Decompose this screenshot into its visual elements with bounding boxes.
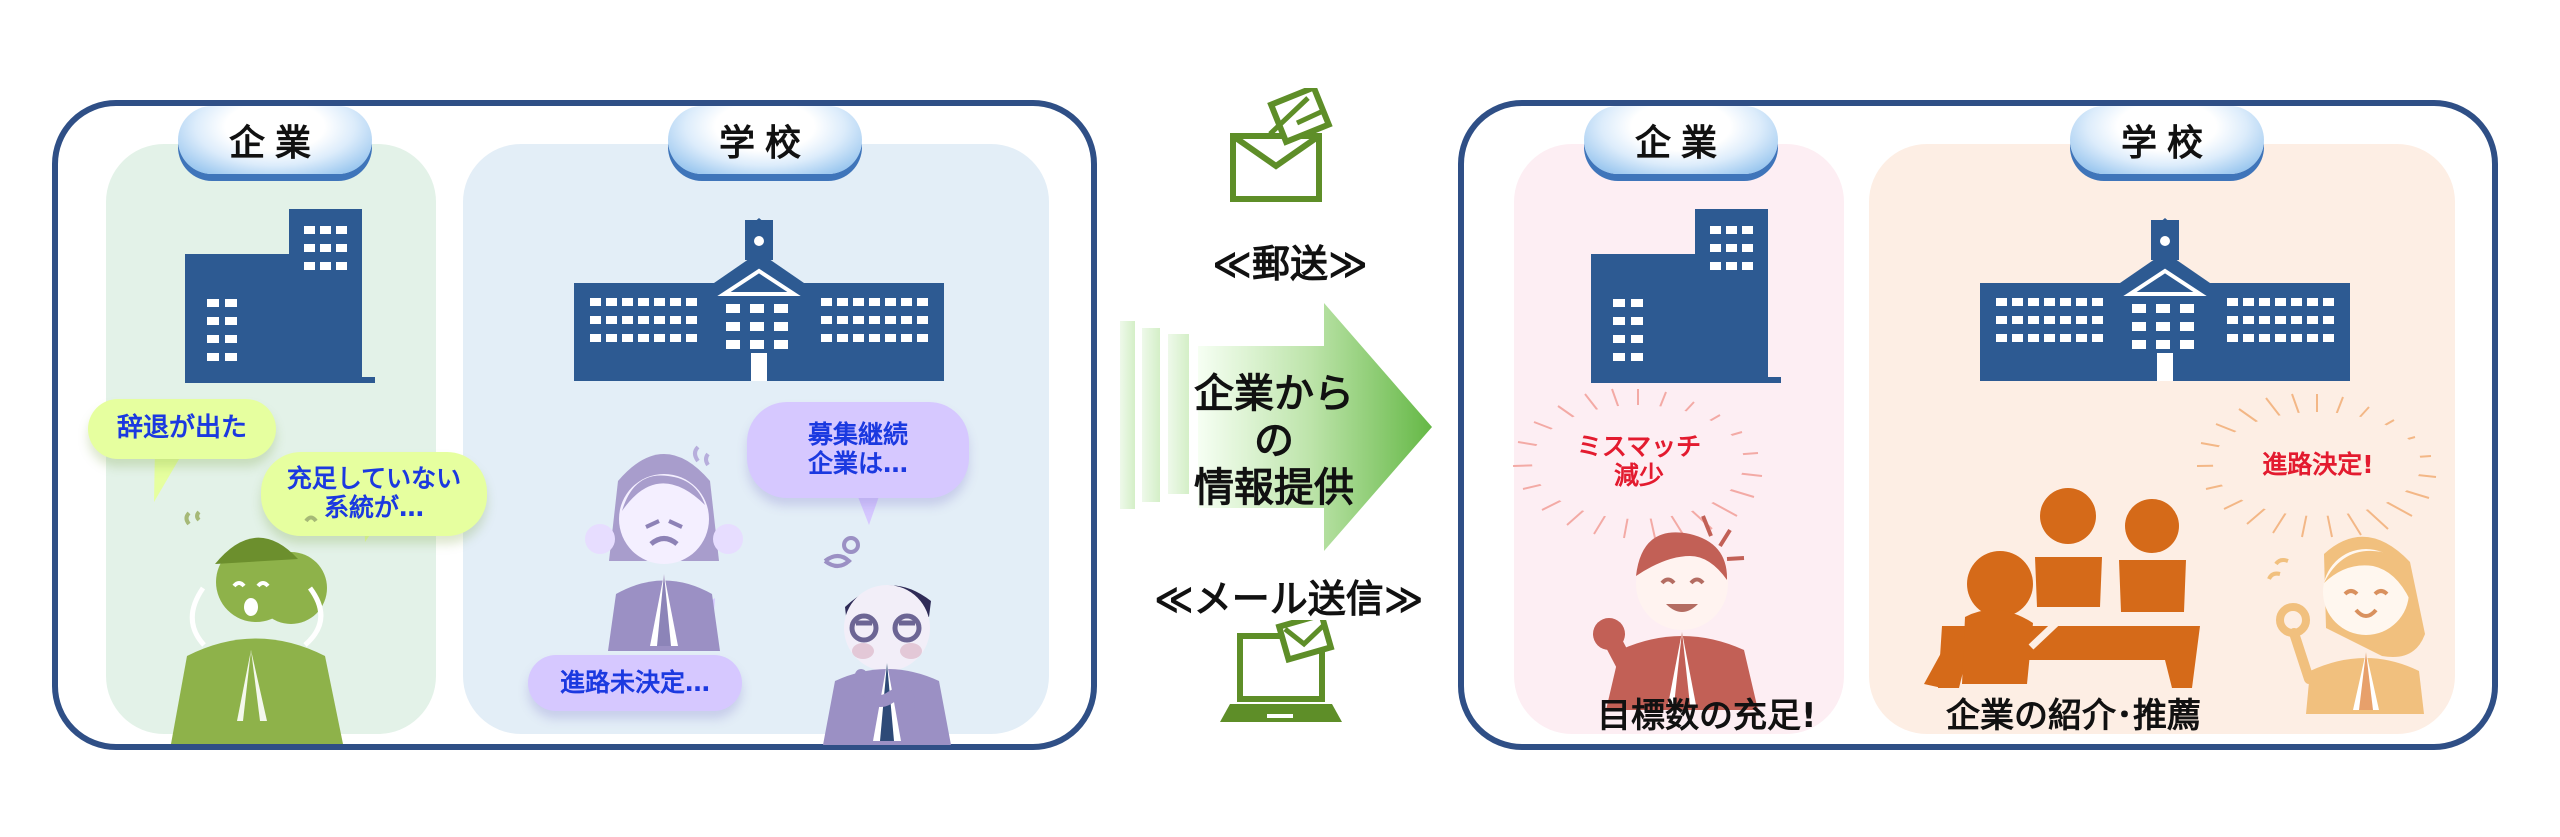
resignation-bubble: 辞退が出た <box>88 399 276 459</box>
decision-burst-label: 進路決定! <box>2262 449 2374 479</box>
target-caption: 目標数の充足! <box>1597 696 1817 736</box>
thinking-man-icon <box>823 536 951 745</box>
meeting-group-icon <box>1924 488 2200 688</box>
left-school-label: 学校 <box>668 106 862 174</box>
left-panel: 企業 学校 <box>52 100 1097 750</box>
left-company-label: 企業 <box>178 106 372 174</box>
right-school-label: 学校 <box>2070 106 2264 174</box>
school-building-icon <box>574 218 944 381</box>
information-arrow <box>1120 303 1432 551</box>
mail-caption: ≪郵送≫ <box>1212 242 1368 286</box>
undecided-bubble: 進路未決定… <box>528 655 742 711</box>
worried-businessman-icon <box>171 510 343 744</box>
speech-bubble-tail <box>154 446 182 502</box>
mismatch-burst-label: ミスマッチ 減少 <box>1576 432 1702 490</box>
right-panel: 企業 学校 <box>1458 100 2498 750</box>
smiling-student-icon <box>2267 536 2425 714</box>
school-caption: 企業の紹介･推薦 <box>1946 696 2201 736</box>
mismatch-burst-icon <box>1512 388 1763 539</box>
not-filled-bubble: 充足していない 系統が… <box>261 452 487 536</box>
decision-burst-icon <box>2196 393 2437 538</box>
right-company-label: 企業 <box>1584 106 1778 174</box>
school-building-icon <box>1980 218 2350 381</box>
recruiting-bubble: 募集継続 企業は… <box>747 402 969 498</box>
mail-icon <box>1230 88 1333 202</box>
email-caption: ≪メール送信≫ <box>1154 577 1424 621</box>
company-building-icon <box>1591 209 1781 383</box>
smiling-businessman-icon <box>1593 515 1758 710</box>
arrow-text: 企業からの 情報提供 <box>1194 371 1354 512</box>
laptop-email-icon <box>1220 620 1342 722</box>
company-building-icon <box>185 209 375 383</box>
worried-student-icon <box>585 445 743 651</box>
